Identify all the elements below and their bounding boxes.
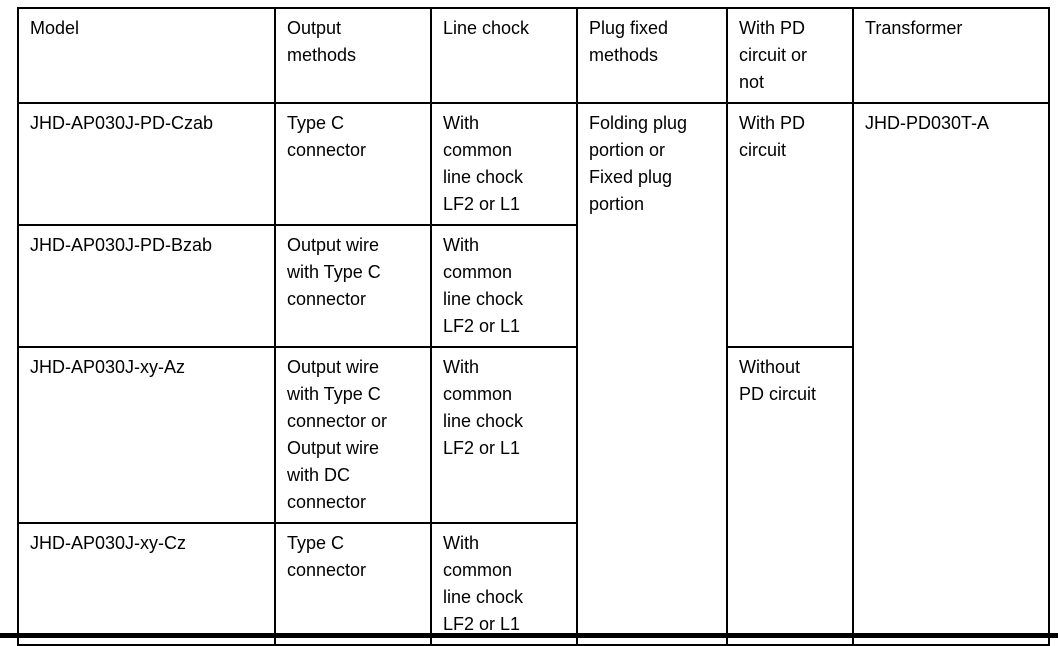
cell-with-pd-circuit: With PD circuit bbox=[726, 102, 854, 348]
cell-line-chock: With common line chock LF2 or L1 bbox=[430, 346, 578, 524]
header-cell-output-methods: Output methods bbox=[274, 7, 432, 104]
page-bottom-rule bbox=[0, 633, 1058, 638]
cell-plug-fixed-methods: Folding plug portion or Fixed plug porti… bbox=[576, 102, 728, 646]
cell-model: JHD-AP030J-xy-Cz bbox=[17, 522, 276, 646]
table-row: JHD-AP030J-xy-Az Output wire with Type C… bbox=[17, 346, 1049, 646]
cell-model: JHD-AP030J-PD-Czab bbox=[17, 102, 276, 226]
header-cell-model: Model bbox=[17, 7, 276, 104]
cell-output-method: Output wire with Type C connector or Out… bbox=[274, 346, 432, 524]
cell-without-pd-circuit: Without PD circuit bbox=[726, 346, 854, 646]
header-cell-pd-circuit-or-not: With PD circuit or not bbox=[726, 7, 854, 104]
header-cell-plug-fixed-methods: Plug fixed methods bbox=[576, 7, 728, 104]
table-row: JHD-AP030J-xy-Cz Type C connector With c… bbox=[17, 522, 1049, 646]
cell-line-chock: With common line chock LF2 or L1 bbox=[430, 102, 578, 226]
header-row: Model Output methods Line chock Plug fix… bbox=[17, 7, 1050, 104]
table-row: JHD-AP030J-PD-Czab Type C connector With… bbox=[17, 102, 1050, 646]
cell-output-method: Output wire with Type C connector bbox=[274, 224, 432, 348]
cell-line-chock: With common line chock LF2 or L1 bbox=[430, 522, 578, 646]
header-cell-transformer: Transformer bbox=[852, 7, 1050, 104]
header-cell-line-chock: Line chock bbox=[430, 7, 578, 104]
cell-model: JHD-AP030J-xy-Az bbox=[17, 346, 276, 524]
cell-line-chock: With common line chock LF2 or L1 bbox=[430, 224, 578, 348]
product-spec-table: Model Output methods Line chock Plug fix… bbox=[17, 7, 1050, 646]
cell-model: JHD-AP030J-PD-Bzab bbox=[17, 224, 276, 348]
cell-transformer: JHD-PD030T-A bbox=[852, 102, 1050, 646]
cell-output-method: Type C connector bbox=[274, 522, 432, 646]
table-row: JHD-AP030J-PD-Bzab Output wire with Type… bbox=[17, 224, 1049, 348]
cell-output-method: Type C connector bbox=[274, 102, 432, 226]
